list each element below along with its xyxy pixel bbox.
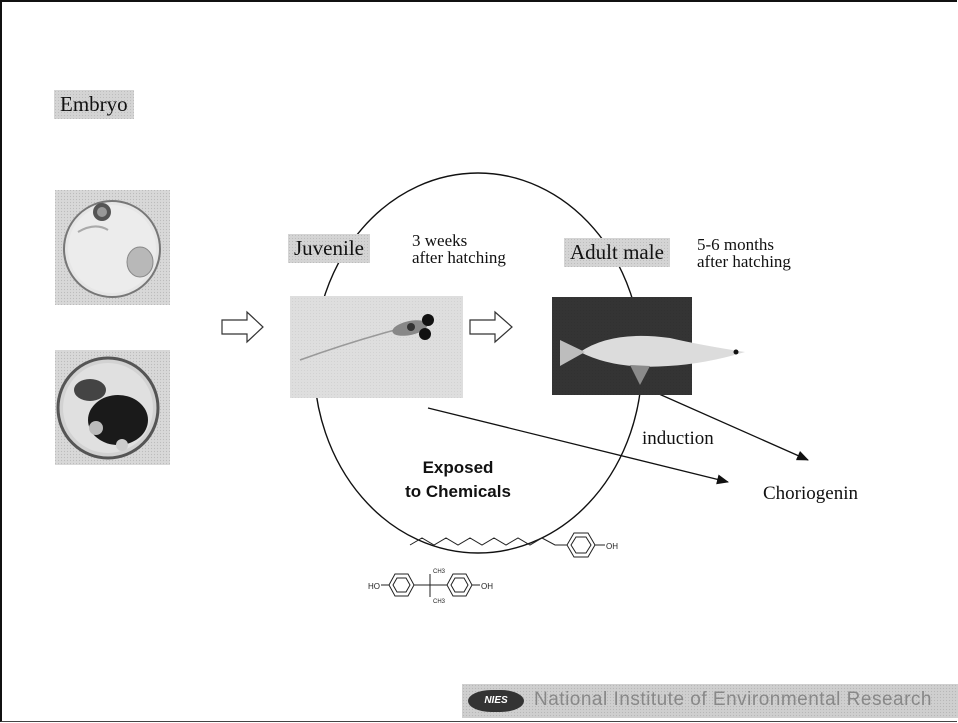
embryo-photo-early <box>55 190 170 305</box>
embryo-photo-late <box>55 350 170 465</box>
institute-name: National Institute of Environmental Rese… <box>534 689 932 711</box>
juvenile-age-line-1: 3 weeks <box>412 232 506 249</box>
adult-age-line-2: after hatching <box>697 253 791 270</box>
institute-footer: NIES National Institute of Environmental… <box>462 684 958 718</box>
adult-age-line-1: 5-6 months <box>697 236 791 253</box>
choriogenin-label: Choriogenin <box>763 483 858 505</box>
bisphenol-ch3-bottom-label: CH3 <box>433 599 446 605</box>
juvenile-age-note: 3 weeks after hatching <box>412 232 506 266</box>
embryo-to-juvenile-arrow <box>222 312 263 342</box>
bisphenol-ho-label: HO <box>368 582 380 591</box>
juvenile-label: Juvenile <box>288 234 370 263</box>
induction-label: induction <box>642 428 714 450</box>
exposed-line-2: to Chemicals <box>398 480 518 504</box>
juvenile-fish-photo <box>290 296 463 398</box>
bisphenol-ch3-top-label: CH3 <box>433 569 446 575</box>
nonylphenol-oh-label: OH <box>606 542 618 551</box>
institute-logo-badge: NIES <box>468 690 524 712</box>
bisphenol-oh-label: OH <box>481 582 493 591</box>
exposed-line-1: Exposed <box>398 456 518 480</box>
adult-age-note: 5-6 months after hatching <box>697 236 791 270</box>
embryo-label: Embryo <box>54 90 134 119</box>
bisphenol-a-structure <box>381 574 480 597</box>
adult-male-label: Adult male <box>564 238 670 267</box>
exposed-to-chemicals-label: Exposed to Chemicals <box>398 456 518 504</box>
adult-fish-photo <box>552 297 745 395</box>
nonylphenol-structure <box>410 533 605 557</box>
juvenile-to-adult-arrow <box>470 312 512 342</box>
juvenile-age-line-2: after hatching <box>412 249 506 266</box>
